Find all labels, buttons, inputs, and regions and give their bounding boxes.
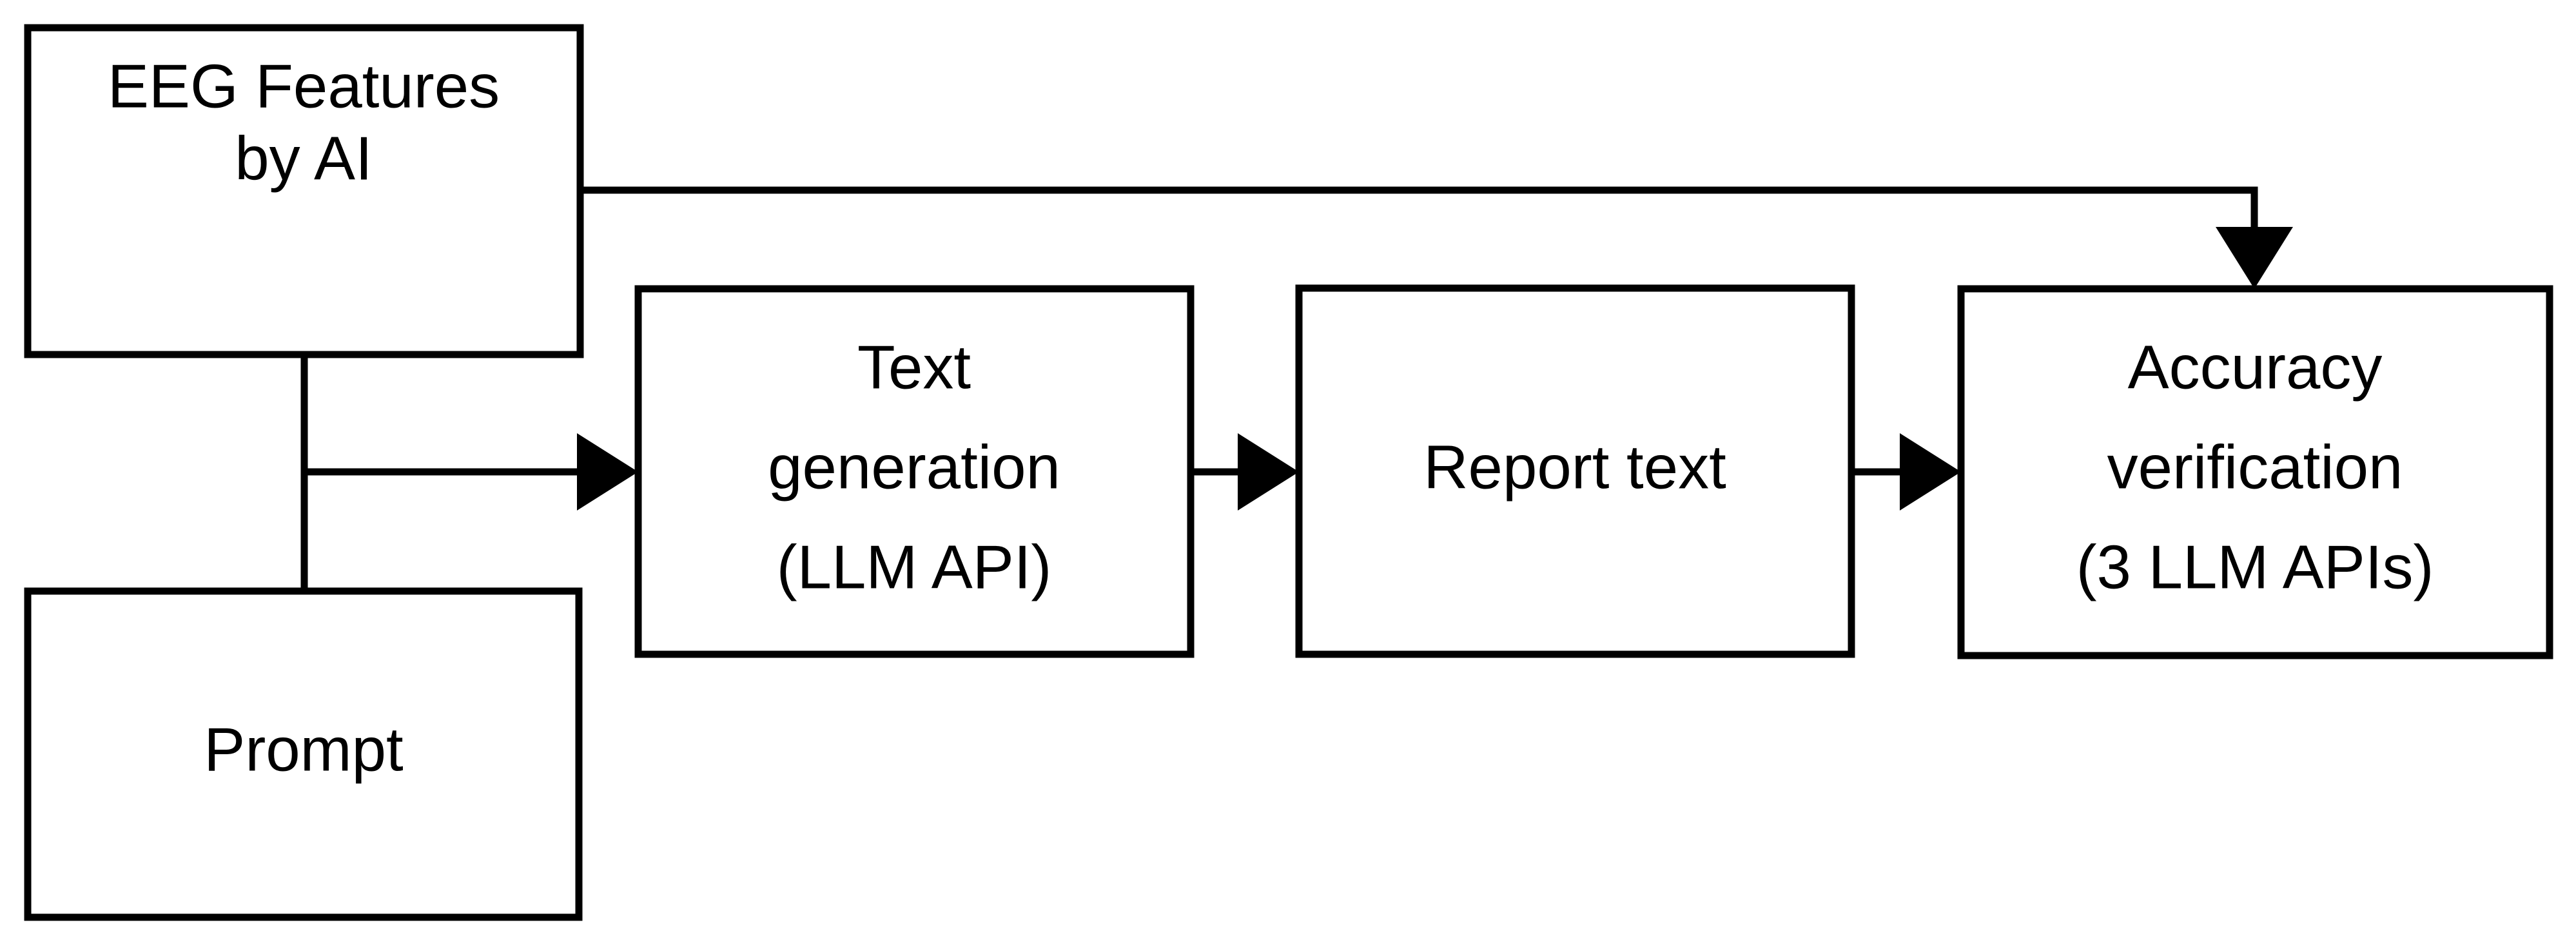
node-text-generation-label-line-2: generation (768, 433, 1060, 502)
arrowhead-right-icon (577, 433, 638, 511)
edge-textgen-to-report (1191, 433, 1299, 511)
node-text-generation-box[interactable] (634, 285, 1195, 658)
node-prompt-label: Prompt (204, 715, 403, 784)
edge-eeg-to-accuracy-line (580, 186, 2258, 227)
node-accuracy-verification-label-line-2: verification (2107, 433, 2403, 502)
node-report-text-label: Report text (1423, 433, 1726, 502)
node-accuracy-verification-box[interactable] (1957, 285, 2553, 659)
node-eeg-features-label-line-2: by AI (235, 124, 372, 193)
node-eeg-features-label-line-1: EEG Features (108, 52, 500, 121)
node-accuracy-verification-label-line-1: Accuracy (2128, 333, 2383, 402)
node-report-text[interactable]: Report text (1295, 284, 1855, 658)
arrowhead-down-icon (2216, 227, 2293, 289)
node-eeg-features[interactable]: EEG Features by AI (24, 24, 584, 358)
node-report-text-box[interactable] (1295, 284, 1855, 658)
node-text-generation[interactable]: Text generation (LLM API) (634, 285, 1195, 658)
node-eeg-features-box[interactable] (24, 24, 584, 358)
node-text-generation-label-line-3: (LLM API) (777, 532, 1052, 601)
node-accuracy-verification-label-line-3: (3 LLM APIs) (2076, 532, 2434, 601)
edge-eeg-to-accuracy (580, 186, 2293, 289)
node-prompt[interactable]: Prompt (24, 587, 583, 921)
arrowhead-right-icon (1238, 433, 1299, 511)
arrowhead-right-icon (1900, 433, 1961, 511)
node-text-generation-label-line-1: Text (857, 333, 971, 402)
node-accuracy-verification[interactable]: Accuracy verification (3 LLM APIs) (1957, 285, 2553, 659)
node-prompt-box[interactable] (24, 587, 583, 921)
edge-eeg-prompt-to-textgen (300, 355, 638, 591)
edge-report-to-accuracy (1851, 433, 1961, 511)
